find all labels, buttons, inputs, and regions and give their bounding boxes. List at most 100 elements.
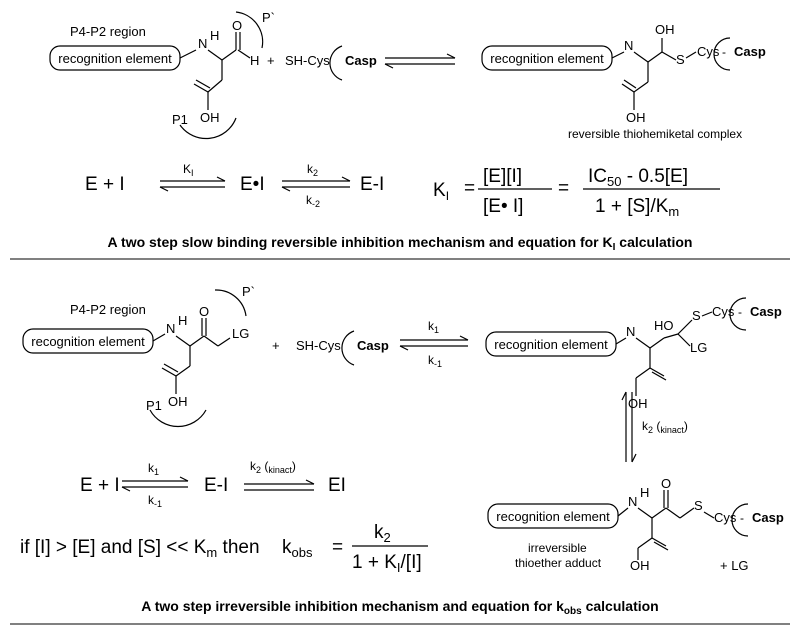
condition-text: if [I] > [E] and [S] << Km then xyxy=(20,537,260,560)
recognition-element-label: recognition element xyxy=(494,337,608,352)
cys-label: Cys xyxy=(712,304,735,319)
ki-symbol: K xyxy=(433,180,446,201)
aldehyde-oxygen: O xyxy=(232,18,242,33)
recognition-element-label: recognition element xyxy=(58,51,172,66)
svg-text:=: = xyxy=(464,178,475,199)
kinact-arrow: k2 (kinact) xyxy=(621,391,688,463)
hydroxyl-group: OH xyxy=(630,558,650,573)
nitrogen-atom: N xyxy=(628,494,637,509)
double-bond xyxy=(193,83,209,93)
recognition-element-label: recognition element xyxy=(496,509,610,524)
ei-adduct: EI xyxy=(328,475,346,496)
bond xyxy=(237,49,251,59)
nh-hydrogen: H xyxy=(210,28,219,43)
hemiketal-intermediate: recognition element N HO S Cys - Casp LG… xyxy=(485,297,782,411)
e-plus-i: E + I xyxy=(85,174,125,195)
bond xyxy=(179,49,197,59)
ketone-oxygen: O xyxy=(661,476,671,491)
enzyme-arc xyxy=(329,45,343,81)
svg-text:k-2: k-2 xyxy=(306,193,320,209)
nh-hydrogen: H xyxy=(178,313,187,328)
region-label: P4-P2 region xyxy=(70,302,146,317)
casp-label: Casp xyxy=(752,510,784,525)
kobs-denominator: 1 + KI/[I] xyxy=(352,552,422,575)
svg-text:k-1: k-1 xyxy=(428,353,442,369)
nh-hydrogen: H xyxy=(640,485,649,500)
plus-sign: + xyxy=(267,53,275,68)
svg-text:k1: k1 xyxy=(428,319,439,335)
sulfur-atom: S xyxy=(694,498,703,513)
sh-cys-label: SH-Cys xyxy=(285,53,330,68)
svg-text:k-1: k-1 xyxy=(148,493,162,509)
e-dot-i: E•I xyxy=(240,174,265,195)
svg-text:-: - xyxy=(740,511,744,525)
p1-pocket-arc xyxy=(179,117,237,140)
e-plus-i: E + I xyxy=(80,475,120,496)
bottom-reactant-structure: P4-P2 region recognition element N H O L… xyxy=(22,284,255,428)
bottom-panel: P4-P2 region recognition element N H O L… xyxy=(20,284,784,617)
p1-label: P1 xyxy=(172,112,188,127)
sulfur-atom: S xyxy=(692,308,701,323)
hydroxyl-label: OH xyxy=(655,22,675,37)
top-panel: P4-P2 region recognition element N H O H… xyxy=(49,10,766,253)
nitrogen-atom: N xyxy=(626,324,635,339)
hydroxyl-group: OH xyxy=(200,110,220,125)
bond xyxy=(207,49,223,61)
bond xyxy=(221,49,237,61)
sulfur-atom: S xyxy=(676,52,685,67)
hydroxyl-group: OH xyxy=(628,396,648,411)
e-i-complex: E-I xyxy=(204,475,228,496)
svg-text:k1: k1 xyxy=(148,461,159,477)
top-reactant-structure: P4-P2 region recognition element N H O H… xyxy=(49,10,275,140)
ketone-oxygen: O xyxy=(199,304,209,319)
nitrogen-atom: N xyxy=(624,38,633,53)
p-prime-label: P` xyxy=(242,284,255,299)
e-i-complex: E-I xyxy=(360,174,384,195)
adduct-caption-line1: irreversible xyxy=(528,541,587,555)
leaving-group-label: LG xyxy=(690,340,707,355)
kobs-numerator: k2 xyxy=(374,522,391,545)
thiohemiketal-product: recognition element N OH S Cys - Casp OH… xyxy=(481,22,766,141)
svg-text:k2 (kinact): k2 (kinact) xyxy=(642,419,688,435)
enzyme-arc xyxy=(341,330,355,366)
equilibrium-arrows xyxy=(384,53,456,69)
adduct-caption-line2: thioether adduct xyxy=(515,556,602,570)
svg-text:KI: KI xyxy=(433,180,449,203)
reversible-mechanism-equation: E + I KI E•I k2 k-2 E-I KI = [E][I] [E• … xyxy=(85,162,720,219)
svg-text:=: = xyxy=(558,178,569,199)
p-prime-label: P` xyxy=(262,10,275,25)
leaving-group-label: LG xyxy=(232,326,249,341)
enzyme-arc xyxy=(729,297,747,331)
ic50-denominator: 1 + [S]/Km xyxy=(595,196,679,219)
svg-text:KI: KI xyxy=(183,162,194,178)
k1-equilibrium-arrows: k1 k-1 xyxy=(399,319,469,369)
nitrogen-atom: N xyxy=(198,36,207,51)
recognition-element-label: recognition element xyxy=(31,334,145,349)
svg-text:=: = xyxy=(332,537,343,558)
ho-label: HO xyxy=(654,318,674,333)
bond xyxy=(207,79,223,93)
kobs-symbol: kobs xyxy=(282,537,313,560)
double-bond xyxy=(195,79,211,89)
region-label: P4-P2 region xyxy=(70,24,146,39)
casp-label: Casp xyxy=(734,44,766,59)
svg-text:-: - xyxy=(738,305,742,319)
sh-cys-label: SH-Cys xyxy=(296,338,341,353)
nitrogen-atom: N xyxy=(166,321,175,336)
hydroxyl-group: OH xyxy=(626,110,646,125)
svg-text:k2: k2 xyxy=(307,162,318,178)
svg-text:k2 (kinact): k2 (kinact) xyxy=(250,459,296,475)
cys-label: Cys xyxy=(714,510,737,525)
caspase-thiol: SH-Cys Casp xyxy=(296,330,389,366)
casp-label: Casp xyxy=(750,304,782,319)
casp-label: Casp xyxy=(357,338,389,353)
product-caption: reversible thiohemiketal complex xyxy=(568,127,742,141)
casp-label: Casp xyxy=(345,53,377,68)
caspase-thiol: SH-Cys Casp xyxy=(285,45,377,81)
bottom-caption: A two step irreversible inhibition mecha… xyxy=(141,598,658,617)
top-caption: A two step slow binding reversible inhib… xyxy=(108,234,693,253)
irreversible-mechanism-equation: E + I k1 k-1 E-I k2 (kinact) EI if [I] >… xyxy=(20,459,428,575)
aldehyde-hydrogen: H xyxy=(250,53,259,68)
